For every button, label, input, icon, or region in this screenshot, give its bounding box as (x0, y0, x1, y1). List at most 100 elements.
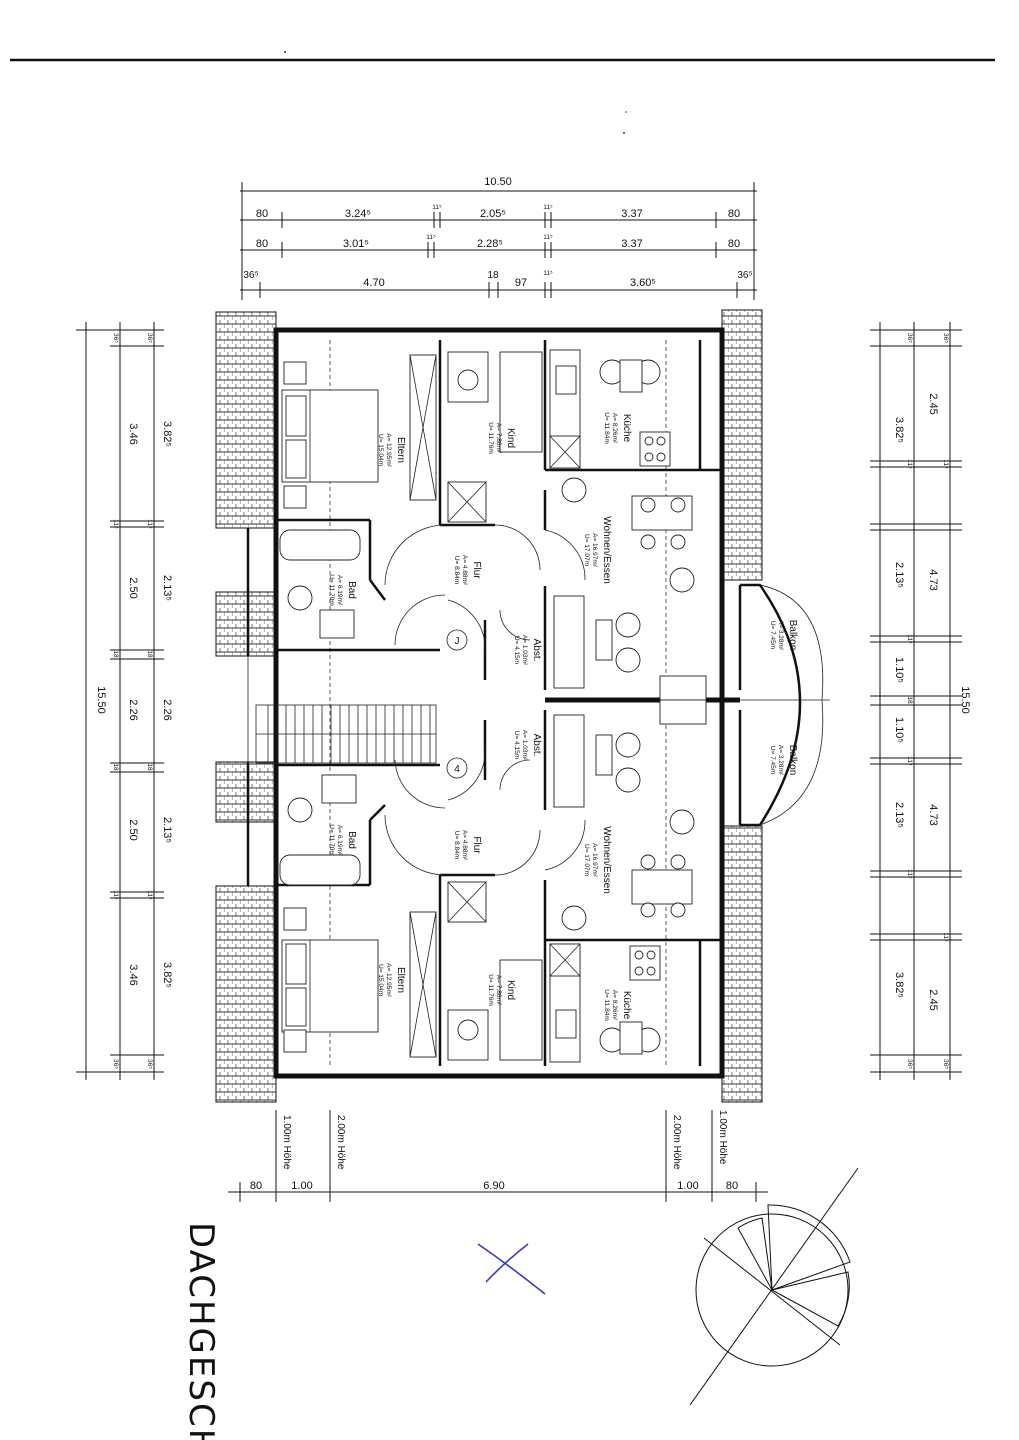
rooms_lower-room-perimeter-3: U= 17.07m (583, 844, 590, 876)
dim-right-c1-4: 11⁵ (906, 634, 913, 644)
rooms_lower-room-area-2: A= 8.26m² (611, 990, 618, 1021)
dim-right-total: 15.50 (959, 686, 971, 714)
rooms_lower-room-name-5: Flur (471, 836, 482, 854)
dim-right-c1-3: 2.13⁵ (893, 562, 905, 588)
compass-diagram (689, 1167, 859, 1406)
rooms_upper-room-name-7: Balkon (787, 620, 798, 651)
rooms_lower-room-area-7: A= 3.28m² (777, 745, 784, 776)
rooms_lower-room-perimeter-1: U= 11.76m (487, 974, 494, 1006)
dim-left-c1-1: 3.46 (127, 423, 139, 444)
dim-top-r2-1: 3.01⁵ (343, 238, 369, 250)
dim-left-c2-6: 18 (146, 763, 153, 771)
top-dimension-chains: 10.50 80 3.24⁵ 11⁵ 2.05⁵ 11⁵ 3.37 80 80 … (240, 176, 757, 300)
drawing-title: DACHGESCH (181, 1222, 221, 1440)
dim-left-c2-0: 36⁵ (146, 333, 153, 343)
dim-right-c1-11: 3.82⁵ (893, 972, 905, 998)
rooms_upper-room-perimeter-6: U= 4.15m (513, 636, 520, 664)
dim-top-r2-4: 11⁵ (543, 234, 553, 241)
rooms_upper-room-name-2: Küche (621, 414, 632, 443)
dim-left-c2-4: 18 (146, 650, 153, 658)
stair-mark-lower: 4 (454, 764, 460, 775)
rooms_lower-room-name-7: Balkon (787, 745, 798, 776)
pen-x-mark (477, 1243, 546, 1295)
rooms_upper-room-name-6: Abst. (531, 639, 542, 662)
rooms_upper-room-area-3: A= 16.97m² (591, 533, 598, 568)
dim-top-r3-5: 3.60⁵ (630, 277, 656, 289)
dim-right-c1-2: 11⁵ (906, 459, 913, 469)
dim-bottom-0: 80 (250, 1180, 262, 1192)
dim-right-c1-12: 36⁵ (906, 1059, 913, 1069)
dim-top-r2-6: 80 (728, 238, 740, 250)
rooms_upper-room-area-2: A= 8.26m² (611, 413, 618, 444)
rooms_lower-room-area-3: A= 16.97m² (591, 843, 598, 878)
rooms_upper-room-perimeter-4: U= 11.70m (328, 574, 335, 606)
rooms_lower-room-name-6: Abst. (531, 734, 542, 757)
dim-right-c1-5: 1.10⁵ (893, 657, 905, 683)
rooms_upper-room-area-6: A= 1.03m² (521, 635, 528, 666)
dim-right-c2-7: 36⁵ (942, 1059, 949, 1069)
dim-left-c1-3: 2.50 (127, 577, 139, 598)
staircase (255, 704, 437, 764)
rooms_lower-room-area-1: A= 7.86m² (495, 975, 502, 1006)
dim-right-c1-6: 18 (906, 696, 913, 704)
dim-left-c2-7: 2.13⁵ (161, 817, 173, 843)
dim-top-r3-1: 4.70 (363, 277, 384, 289)
dim-left-c2-9: 3.82⁵ (161, 962, 173, 988)
rooms_lower-room-perimeter-0: U= 15.04m (377, 964, 384, 996)
rooms_upper-room-perimeter-3: U= 17.07m (583, 534, 590, 566)
dim-left-c1-0: 36⁵ (112, 333, 119, 343)
dim-left-c2-10: 36⁵ (146, 1059, 153, 1069)
dim-left-c1-4: 18 (112, 650, 119, 658)
dim-right-c1-8: 11⁵ (906, 756, 913, 766)
rooms_upper-room-perimeter-7: U= 7.45m (769, 621, 776, 649)
dim-left-c2-8: 11⁵ (146, 890, 153, 900)
balcony-outline (740, 583, 830, 827)
dim-right-c2-1: 2.45 (927, 393, 939, 414)
dim-top-r1-0: 80 (256, 208, 268, 220)
rooms_lower-room-name-3: Wohnen/Essen (601, 826, 612, 894)
dim-right-c2-4: 4.73 (927, 804, 939, 825)
dim-top-total: 10.50 (484, 176, 512, 188)
dim-top-r1-2: 11⁵ (432, 204, 442, 211)
rooms_lower-room-name-1: Kind (505, 980, 516, 1000)
rooms_lower-room-area-5: A= 4.88m² (461, 830, 468, 861)
dim-right-c1-10: 11⁵ (906, 869, 913, 879)
left-dimension-chains (76, 322, 164, 1080)
height-note-4: 1.00m Höhe (717, 1110, 728, 1165)
dim-top-r3-3: 97 (515, 277, 527, 289)
dim-top-r3-6: 36⁵ (737, 270, 752, 281)
rooms_upper-room-perimeter-5: U= 8.84m (453, 556, 460, 584)
right-dimension-chains (870, 322, 962, 1080)
dim-top-r2-5: 3.37 (621, 238, 642, 250)
rooms_upper-room-perimeter-0: U= 15.04m (377, 434, 384, 466)
dim-bottom-4: 80 (726, 1180, 738, 1192)
dim-left-c1-2: 11⁵ (112, 519, 119, 529)
rooms_lower-room-perimeter-6: U= 4.15m (513, 731, 520, 759)
dim-right-c2-2: 11⁵ (942, 459, 949, 469)
dim-top-r1-3: 2.05⁵ (480, 208, 506, 220)
rooms_upper-room-area-1: A= 7.86m² (495, 423, 502, 454)
dim-bottom-1: 1.00 (291, 1180, 312, 1192)
dim-top-r3-0: 36⁵ (243, 270, 258, 281)
rooms_lower-room-perimeter-5: U= 8.84m (453, 831, 460, 859)
dim-top-r3-2: 18 (487, 270, 499, 281)
furniture-upper (279, 349, 707, 701)
rooms_lower-room-perimeter-4: U= 11.70m (328, 824, 335, 856)
dim-right-c1-7: 1.10⁵ (893, 717, 905, 743)
rooms_lower-room-perimeter-2: U= 11.84m (603, 989, 610, 1021)
dim-top-r2-3: 2.28⁵ (477, 238, 503, 250)
height-note-3: 2.00m Höhe (671, 1115, 682, 1170)
dim-left-c1-10: 36⁵ (112, 1059, 119, 1069)
rooms_upper-room-name-0: Eltern (395, 437, 406, 463)
dim-bottom-2: 6.90 (483, 1180, 504, 1192)
dim-top-r1-5: 3.37 (621, 208, 642, 220)
dim-left-c1-9: 3.46 (127, 964, 139, 985)
dim-top-r2-0: 80 (256, 238, 268, 250)
rooms_upper-room-perimeter-1: U= 11.76m (487, 422, 494, 454)
rooms_lower-room-name-0: Eltern (395, 967, 406, 993)
furniture-lower (279, 699, 707, 1063)
dim-right-c2-5: 11⁵ (942, 932, 949, 942)
rooms_lower-room-area-0: A= 12.95m² (385, 963, 392, 998)
dim-right-c1-0: 36⁵ (906, 333, 913, 343)
rooms_lower-room-name-4: Bad (346, 831, 357, 849)
